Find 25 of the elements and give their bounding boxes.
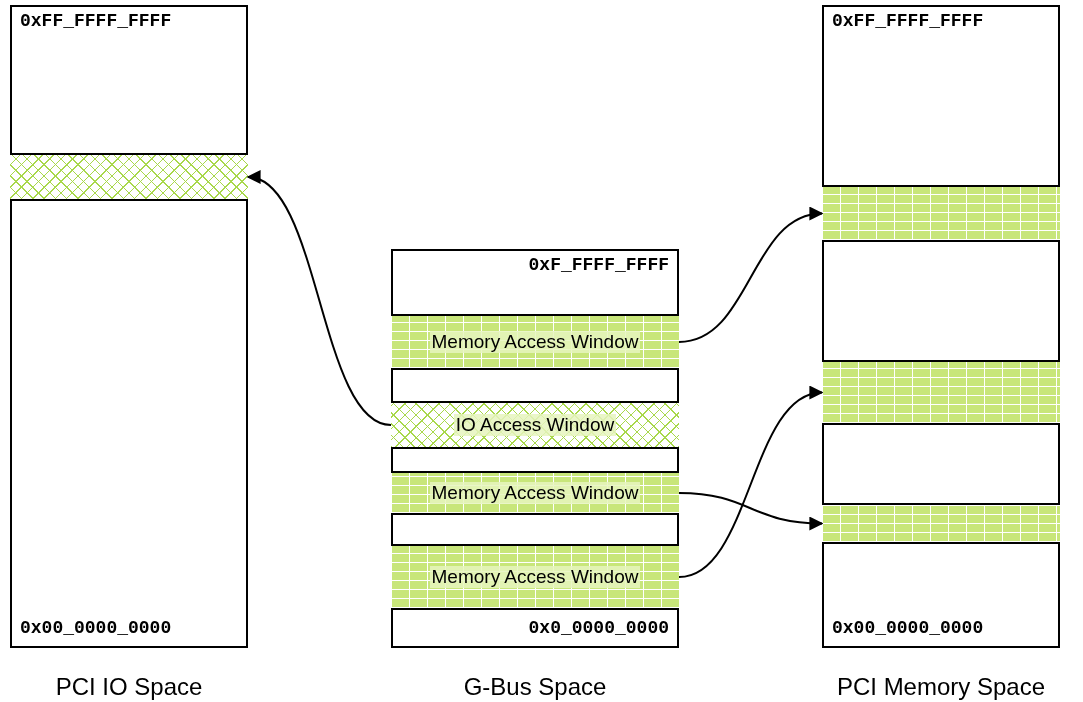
address-label: 0xF_FFFF_FFFF bbox=[528, 255, 669, 275]
window-bar bbox=[391, 314, 679, 370]
window-bar bbox=[391, 471, 679, 515]
address-window-bar bbox=[822, 360, 1060, 425]
space-caption: PCI IO Space bbox=[54, 673, 204, 701]
window-label: Memory Access Window bbox=[429, 482, 641, 504]
arrow bbox=[678, 388, 824, 578]
arrow bbox=[678, 492, 824, 531]
address-window-bar bbox=[10, 153, 248, 201]
address-label: 0x00_0000_0000 bbox=[20, 618, 172, 638]
window-label: IO Access Window bbox=[453, 414, 617, 436]
address-window-bar bbox=[822, 185, 1060, 242]
address-window-bar bbox=[822, 503, 1060, 544]
address-label: 0x0_0000_0000 bbox=[528, 618, 669, 638]
space-caption: G-Bus Space bbox=[462, 673, 608, 701]
window-label: Memory Access Window bbox=[429, 331, 641, 353]
window-bar bbox=[391, 401, 679, 449]
address-label: 0xFF_FFFF_FFFF bbox=[832, 11, 984, 31]
window-bar bbox=[391, 544, 679, 610]
address-label: 0xFF_FFFF_FFFF bbox=[20, 11, 172, 31]
arrow bbox=[678, 208, 824, 343]
arrow bbox=[246, 173, 392, 426]
address-label: 0x00_0000_0000 bbox=[832, 618, 984, 638]
space-caption: PCI Memory Space bbox=[835, 673, 1047, 701]
window-label: Memory Access Window bbox=[429, 566, 641, 588]
